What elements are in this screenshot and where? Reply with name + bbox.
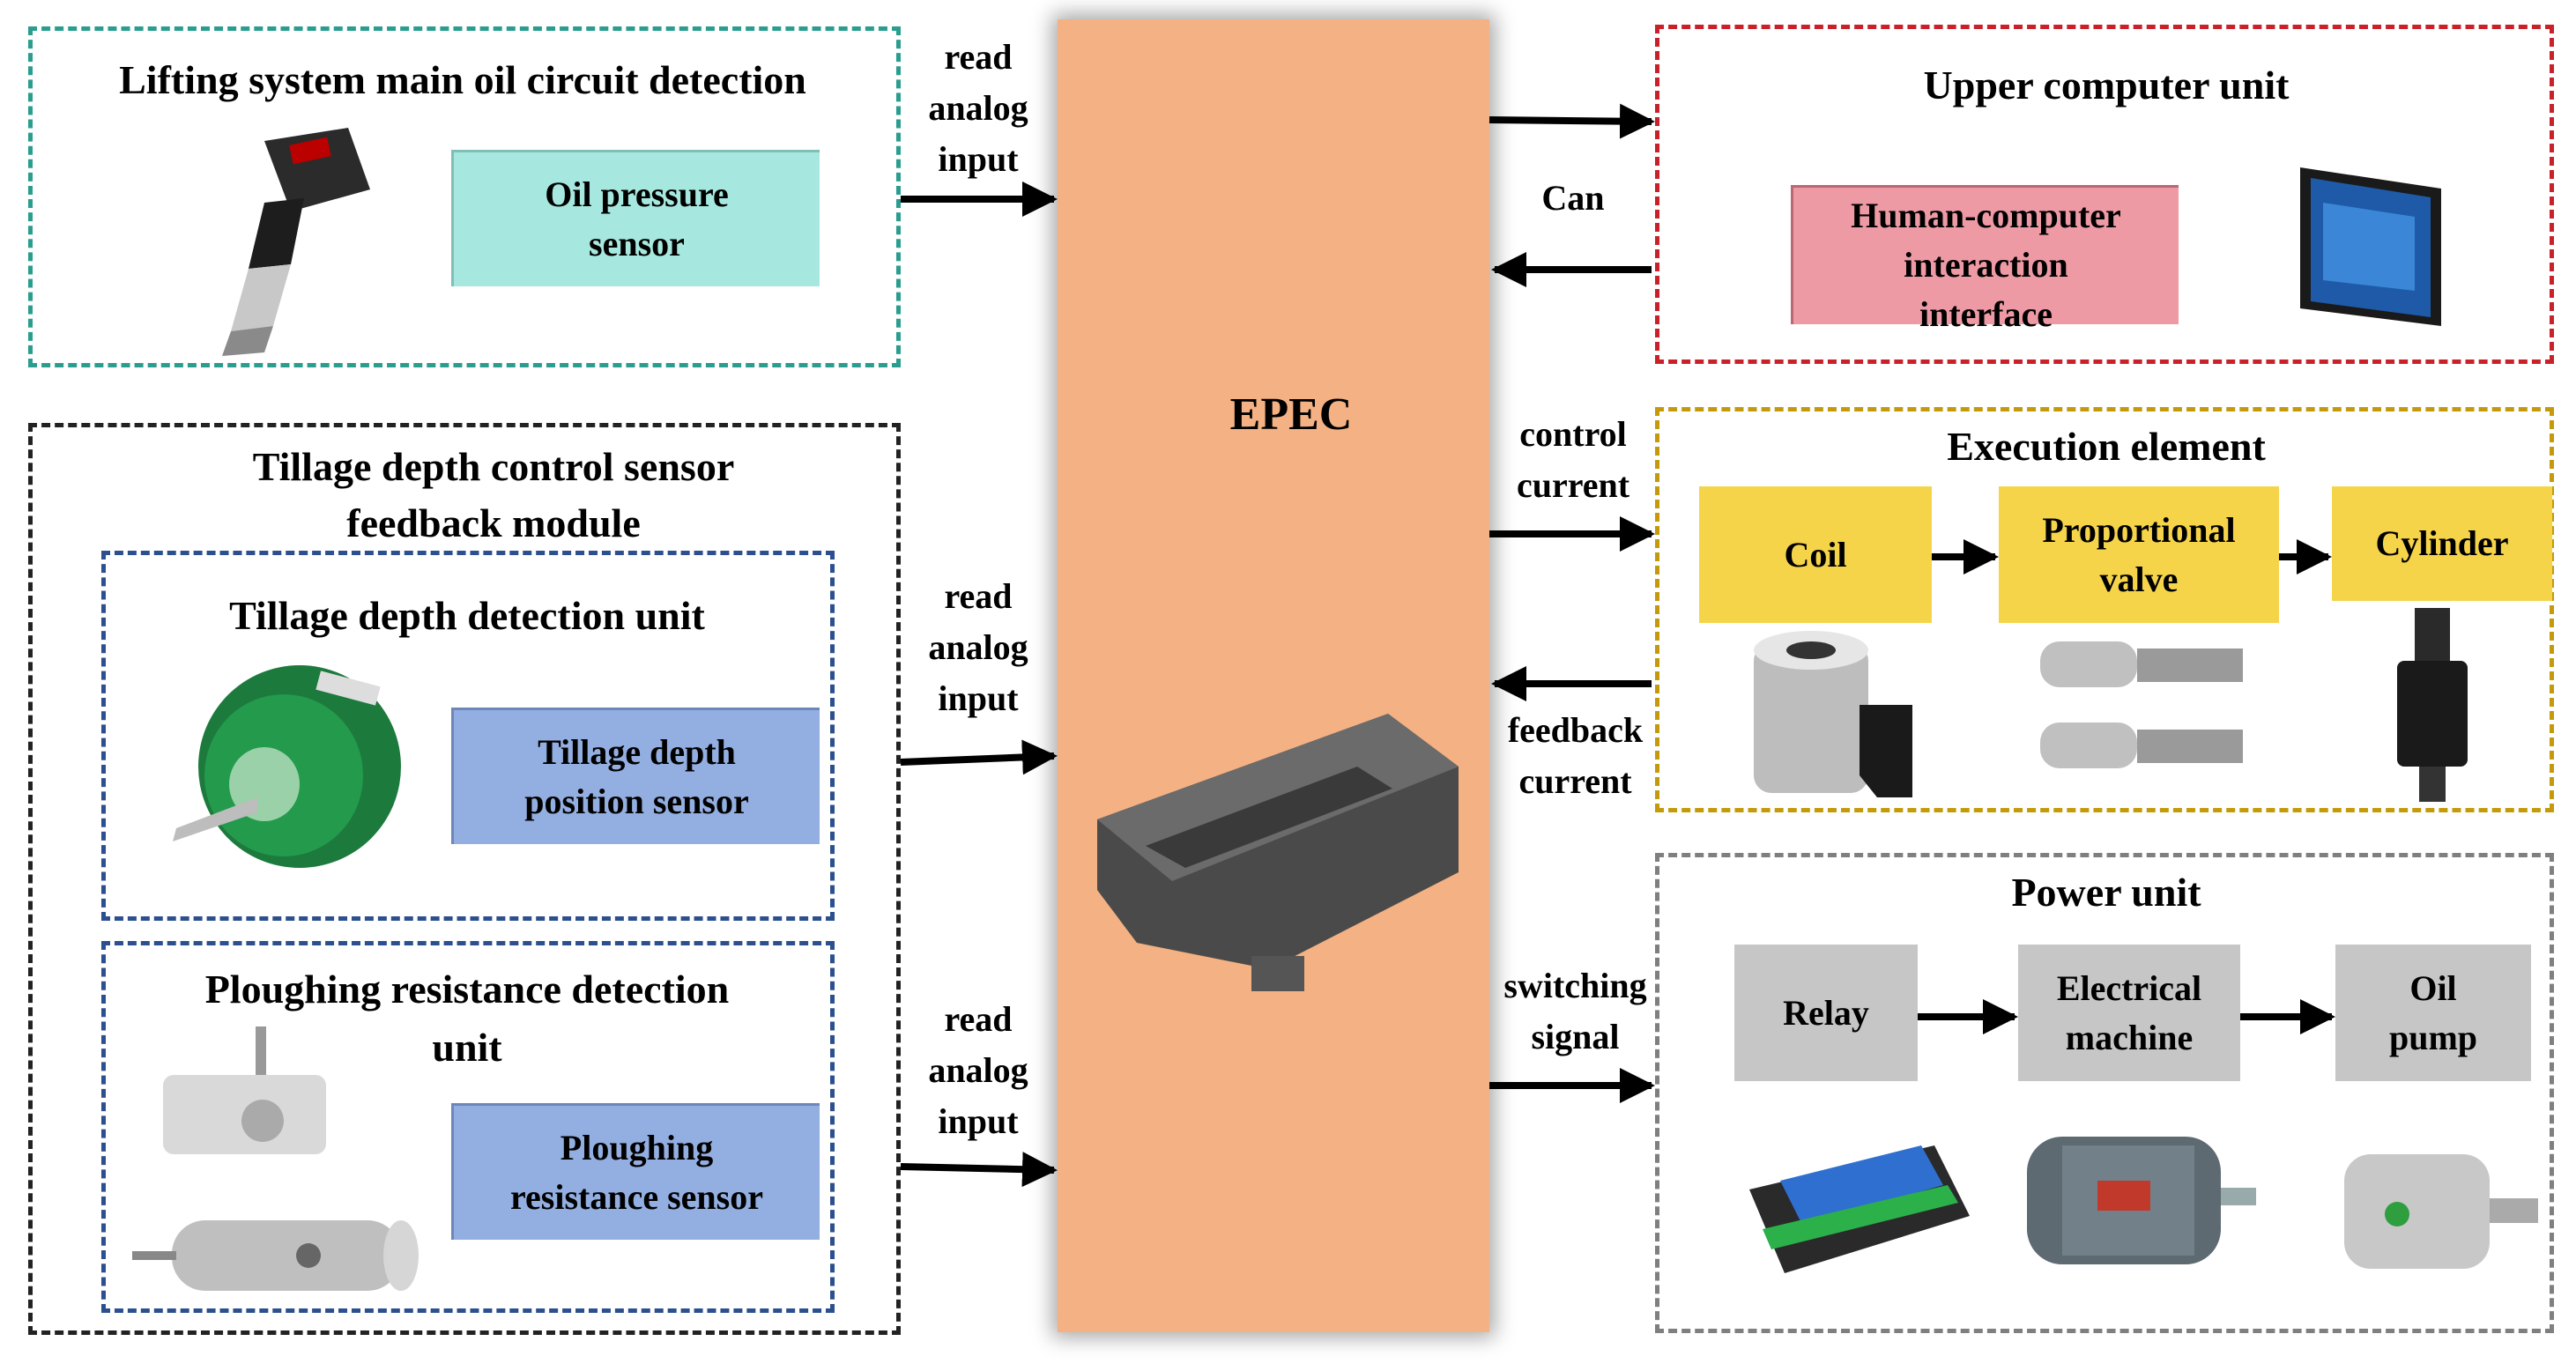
controller-ecu-icon (1097, 714, 1459, 991)
cylinder-icon (2397, 608, 2468, 802)
electric-motor-icon (2027, 1137, 2256, 1264)
ploughing-resistance-sensor-label: Ploughing resistance sensor (510, 1128, 763, 1217)
depth-detection-unit (101, 551, 835, 921)
upper-computer-group (1655, 25, 2554, 364)
oil-pressure-sensor-box: Oil pressure sensor (451, 150, 820, 286)
oil-pump-label: Oil pump (2388, 967, 2478, 1057)
relay-box: Relay (1734, 945, 1918, 1081)
epec-label: EPEC (1229, 389, 1353, 440)
depth-input-label: read analog input (928, 576, 1028, 718)
coil-label: Coil (1784, 534, 1847, 574)
solenoid-coil-icon (1754, 631, 1912, 797)
hmi-label: Human-computer interaction interface (1851, 196, 2121, 334)
proportional-valve-label: Proportional valve (2042, 509, 2236, 599)
oil-circuit-group (28, 26, 901, 367)
cylinder-box: Cylinder (2332, 486, 2552, 601)
monitor-icon (2300, 167, 2441, 326)
gear-pump-icon (2344, 1154, 2538, 1269)
resistance-detection-unit (101, 941, 835, 1313)
resistance-input-arrow (900, 1152, 1058, 1188)
execution-title: Execution element (1947, 424, 2266, 469)
tillage-module-title: Tillage depth control sensor feedback mo… (252, 444, 735, 545)
depth-unit-title: Tillage depth detection unit (229, 593, 705, 638)
power-unit-title: Power unit (2011, 870, 2201, 915)
tillage-depth-sensor-label: Tillage depth position sensor (524, 732, 749, 821)
execution-group (1655, 407, 2554, 812)
cylinder-label: Cylinder (2375, 523, 2509, 563)
oil-pump-box: Oil pump (2335, 945, 2531, 1081)
oil-pressure-sensor-label: Oil pressure sensor (545, 174, 729, 263)
electrical-machine-box: Electrical machine (2018, 945, 2240, 1081)
rotary-encoder-icon (173, 665, 401, 868)
resistance-unit-title: Ploughing resistance detection unit (204, 967, 730, 1070)
power-unit-group (1655, 853, 2554, 1333)
oil-input-label: read analog input (928, 37, 1028, 179)
hmi-box: Human-computer interaction interface (1791, 185, 2179, 334)
switching-signal-label: switching signal (1503, 966, 1647, 1056)
tillage-depth-sensor-box: Tillage depth position sensor (451, 708, 820, 844)
ploughing-resistance-sensor-box: Ploughing resistance sensor (451, 1103, 820, 1240)
electrical-machine-label: Electrical machine (2056, 967, 2202, 1057)
can-label: Can (1541, 178, 1605, 218)
to-upper-arrow (1488, 103, 1655, 139)
coil-box: Coil (1699, 486, 1932, 623)
load-cell-icon (132, 1026, 419, 1291)
relay-label: Relay (1783, 992, 1869, 1033)
resistance-input-label: read analog input (928, 999, 1028, 1141)
relay-board-icon (1749, 1145, 1970, 1273)
epec-controller (1058, 19, 1489, 1332)
proportional-valve-box: Proportional valve (1999, 486, 2279, 623)
pressure-transmitter-icon (222, 128, 370, 356)
depth-input-arrow (900, 739, 1058, 775)
proportional-valve-icon (2040, 641, 2243, 768)
upper-unit-title: Upper computer unit (1923, 63, 2290, 107)
tillage-feedback-module (28, 423, 901, 1335)
oil-group-title: Lifting system main oil circuit detectio… (119, 57, 806, 102)
feedback-current-label: feedback current (1507, 710, 1644, 801)
control-current-label: control current (1516, 414, 1630, 505)
